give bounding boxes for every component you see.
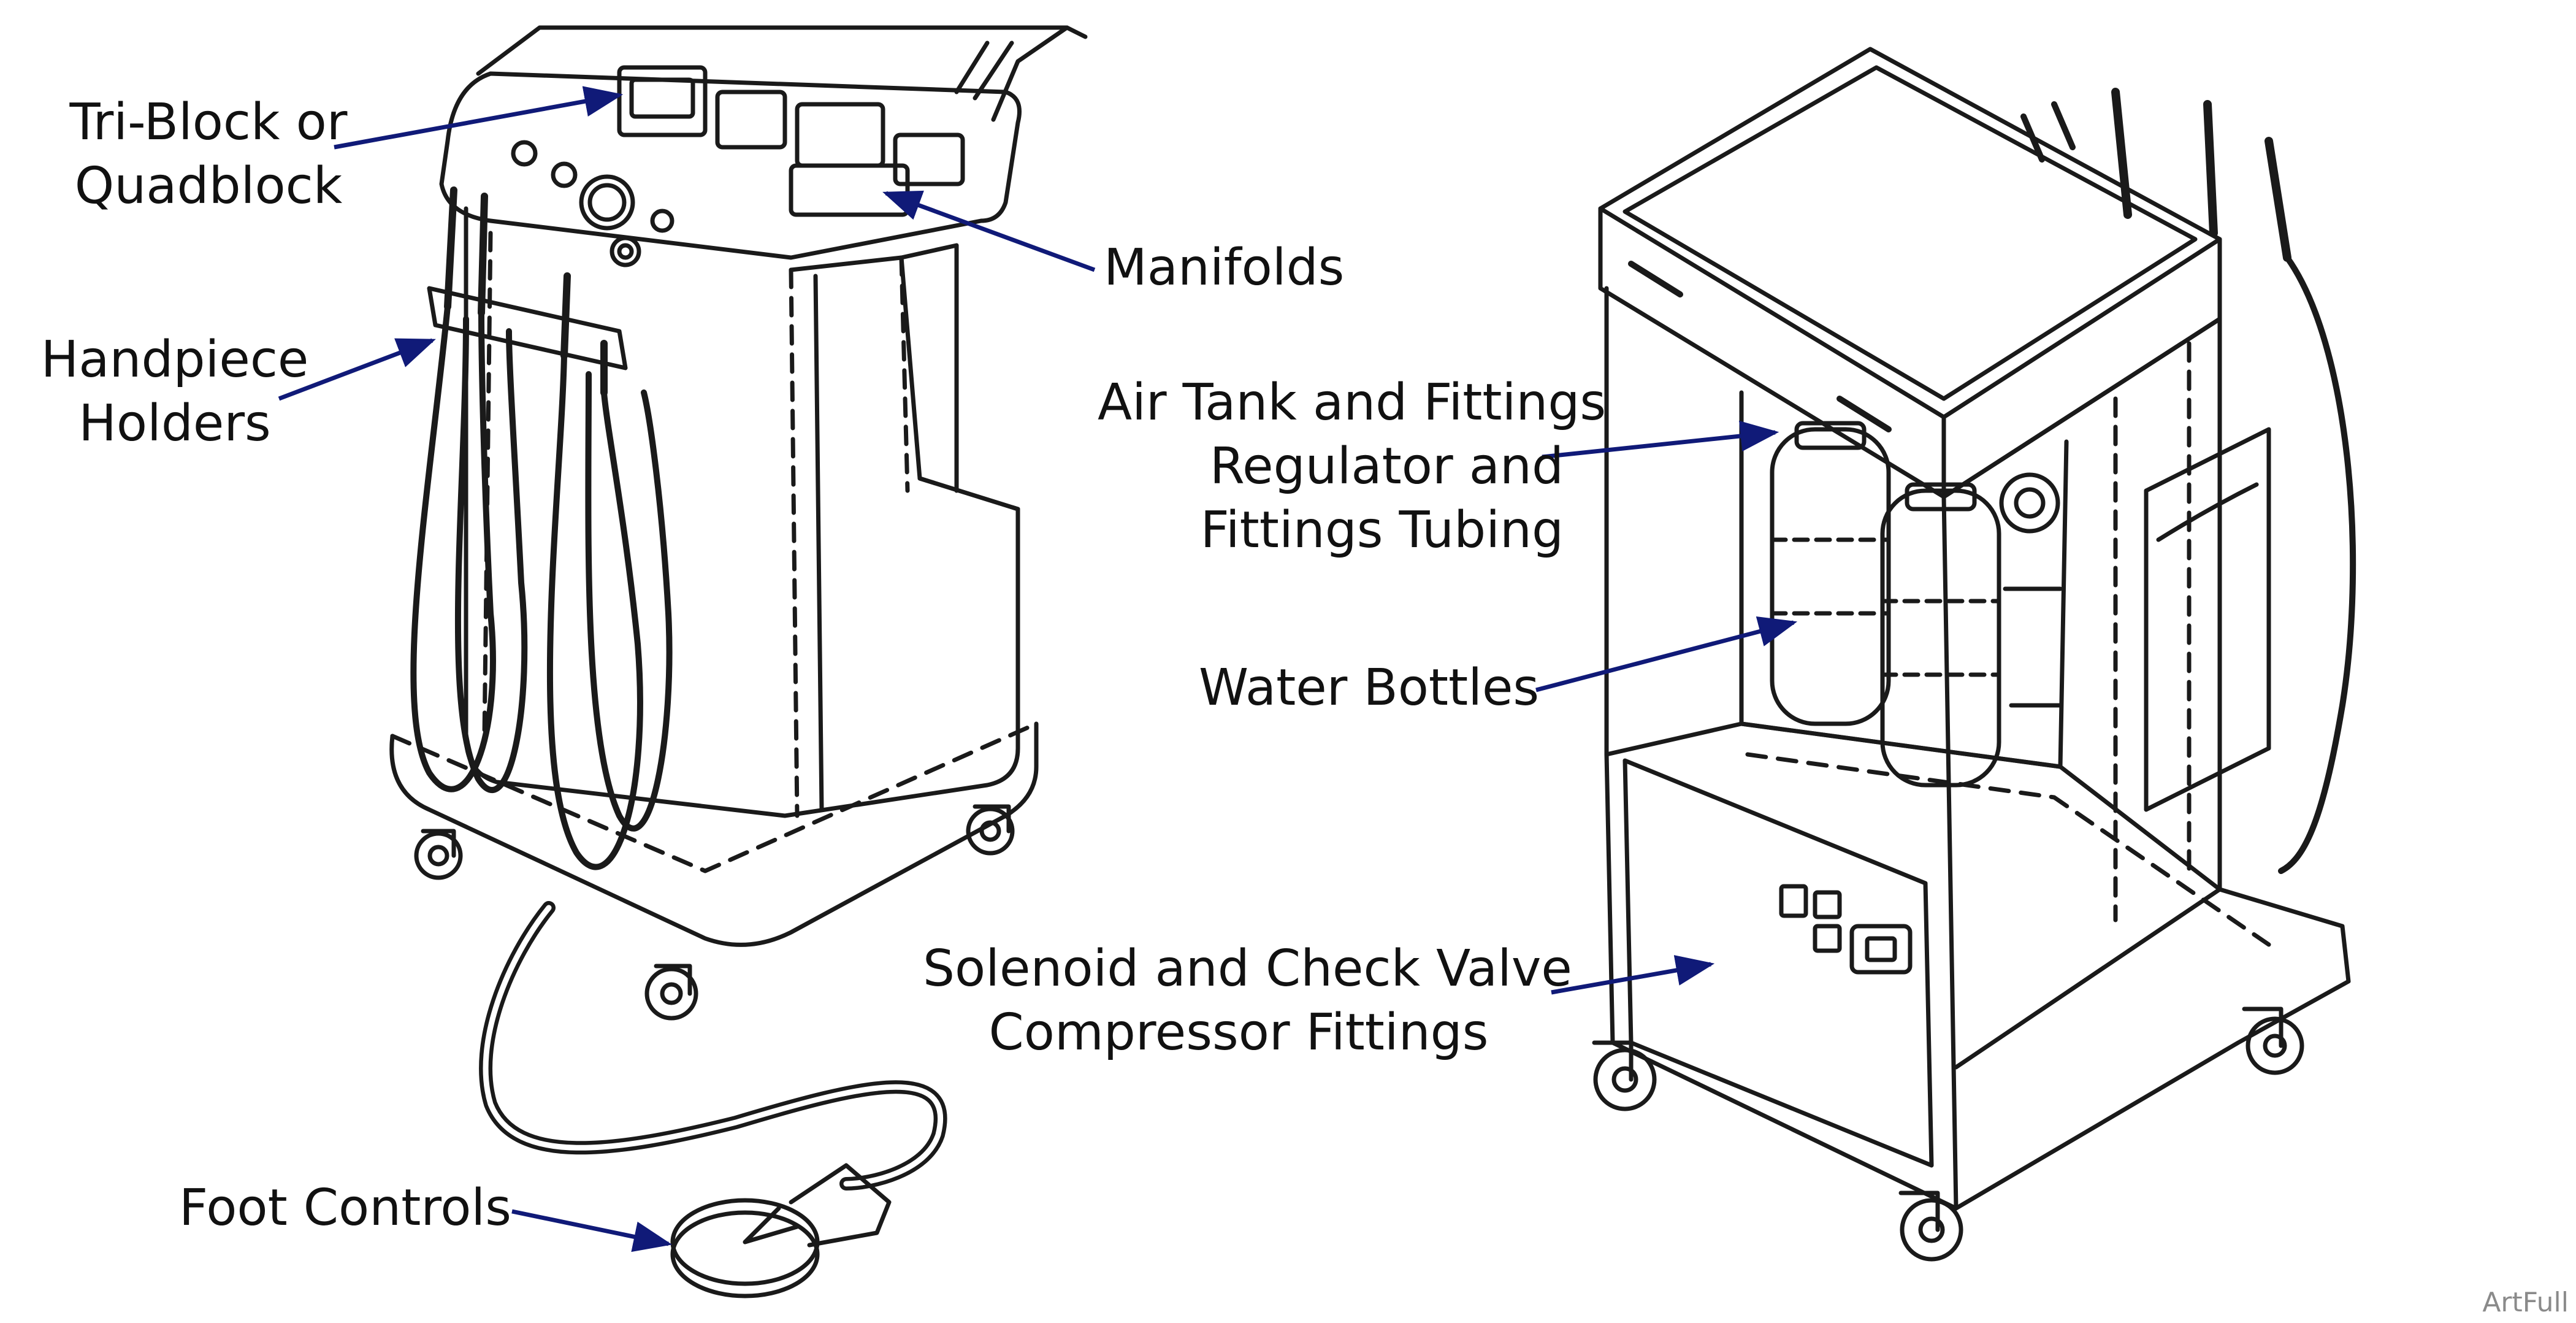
right-hose: [2278, 255, 2356, 874]
label-triblock: Tri-Block or Quadblock: [37, 91, 380, 218]
water-bottle-right: [1880, 482, 2001, 788]
label-water-text: Water Bottles: [1199, 659, 1540, 717]
label-handpiece-holders: Handpiece Holders: [25, 328, 325, 456]
right-cart-casters: [1592, 1007, 2304, 1262]
label-foot-text: Foot Controls: [179, 1179, 511, 1237]
power-inlet: [1849, 924, 1913, 975]
label-handpiece-line1: Handpiece: [40, 331, 309, 389]
right-handpiece-3: [2265, 137, 2291, 262]
label-manifolds: Manifolds: [1104, 236, 1344, 300]
leader-handpiece: [278, 338, 436, 401]
label-airtank-line3: Fittings Tubing: [1200, 501, 1564, 559]
regulator: [1999, 472, 2060, 534]
handpiece-2: [478, 193, 488, 316]
leader-foot: [511, 1209, 673, 1252]
label-triblock-line1: Tri-Block or: [69, 93, 348, 151]
leader-solenoid: [1551, 955, 1715, 995]
label-foot-controls: Foot Controls: [179, 1176, 511, 1240]
left-cart-base: [389, 721, 1039, 947]
right-handpiece-2: [2203, 100, 2218, 237]
leader-triblock: [334, 86, 624, 150]
label-solenoid: Solenoid and Check Valve Compressor Fitt…: [923, 937, 1572, 1065]
right-cart-body: [1604, 286, 1959, 1211]
hose-1: [410, 304, 496, 792]
label-airtank-line2: Regulator and: [1209, 437, 1564, 496]
foot-pedal: [670, 1163, 892, 1298]
power-switch: [1779, 884, 1808, 918]
label-triblock-line2: Quadblock: [74, 157, 343, 215]
handpiece-3: [560, 272, 571, 359]
leader-airtank: [1542, 420, 1779, 459]
foot-control-hose: [479, 901, 947, 1191]
leader-water: [1535, 616, 1798, 692]
gauge: [579, 174, 635, 231]
right-handpiece-1: [2111, 88, 2132, 219]
water-bottle-left: [1770, 421, 1891, 726]
hose-4: [585, 371, 673, 832]
hose-3: [546, 353, 643, 870]
handpiece-1: [444, 186, 457, 310]
watermark: ArtFull: [2482, 1287, 2569, 1318]
label-manifolds-text: Manifolds: [1104, 239, 1345, 297]
left-cart-casters: [414, 804, 1015, 1021]
left-cart: [389, 25, 1088, 1298]
right-cart: [1592, 47, 2356, 1262]
leader-manifolds: [882, 190, 1096, 272]
leader-lines: [278, 86, 1798, 1252]
label-solenoid-line1: Solenoid and Check Valve: [923, 940, 1572, 998]
front-panel: [1622, 758, 1934, 1168]
handpiece-holder-bar: [427, 286, 628, 370]
right-cart-tray: [1598, 47, 2222, 420]
right-cart-base: [1604, 721, 2351, 1211]
label-water-bottles: Water Bottles: [1199, 656, 1539, 720]
side-panel: [2144, 427, 2271, 812]
label-air-tank: Air Tank and Fittings Regulator and Fitt…: [1098, 371, 1607, 562]
label-solenoid-line2: Compressor Fittings: [988, 1003, 1489, 1062]
hose-2: [454, 316, 528, 793]
label-handpiece-line2: Holders: [78, 394, 271, 453]
label-airtank-line1: Air Tank and Fittings: [1098, 374, 1607, 432]
manifold-component: [789, 163, 910, 217]
